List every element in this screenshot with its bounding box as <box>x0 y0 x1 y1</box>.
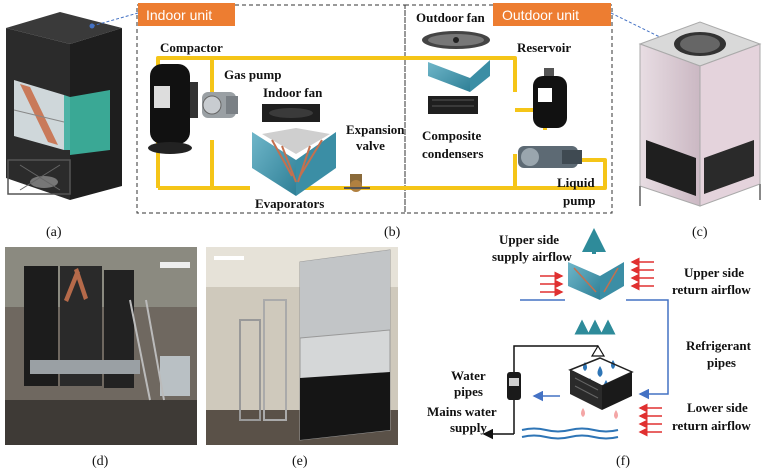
water-pump-image <box>507 372 521 434</box>
upper-left-return-arrows <box>540 271 564 297</box>
composite-condenser-image <box>428 60 490 114</box>
panel-label-d: (d) <box>92 454 109 468</box>
indoor-fan-image <box>262 104 320 122</box>
refrigerant-label-1: Refrigerant <box>686 338 752 353</box>
outdoor-unit-tag-text: Outdoor unit <box>502 7 579 23</box>
pink-droplets <box>581 408 618 419</box>
upper-return-label-1: Upper side <box>684 265 744 280</box>
lower-return-label-2: return airflow <box>672 418 751 433</box>
compactor-label: Compactor <box>160 40 223 55</box>
indoor-unit-boundary <box>136 4 406 214</box>
mains-water-label-1: Mains water <box>427 404 497 419</box>
upper-supply-label-2: supply airflow <box>492 249 572 264</box>
lower-right-return-arrows <box>638 403 662 437</box>
upper-supply-label-1: Upper side <box>499 232 559 247</box>
leader-line-c <box>610 12 671 43</box>
water-basin <box>521 427 619 440</box>
spray-nozzle <box>590 344 606 357</box>
indoor-unit-photo <box>5 247 197 445</box>
liquid-pump-label-2: pump <box>563 193 596 208</box>
expansion-valve-image <box>344 174 370 192</box>
gas-pump-label: Gas pump <box>224 67 281 82</box>
lower-condenser-image <box>568 357 634 410</box>
indoor-unit-tag <box>138 3 235 26</box>
leader-line-a <box>91 12 139 27</box>
evaporator-image <box>252 128 336 196</box>
upper-return-label-2: return airflow <box>672 282 751 297</box>
compactor-image <box>148 64 198 154</box>
upper-coil-image <box>568 262 624 300</box>
outdoor-unit-boundary <box>404 4 613 214</box>
expansion-valve-label-2: valve <box>356 138 385 153</box>
panel-label-e: (e) <box>292 454 308 468</box>
mid-up-arrows <box>574 319 616 335</box>
reservoir-label: Reservoir <box>517 40 571 55</box>
panel-label-c: (c) <box>692 225 708 240</box>
indoor-fan-label: Indoor fan <box>263 85 323 100</box>
lower-return-label-1: Lower side <box>687 400 748 415</box>
outdoor-fan-image <box>422 31 490 49</box>
evaporators-label: Evaporators <box>255 196 324 211</box>
expansion-valve-label-1: Expansion <box>346 122 405 137</box>
liquid-pump-label-1: Liquid <box>557 175 595 190</box>
outdoor-unit-render <box>638 21 762 207</box>
reservoir-image <box>533 68 567 128</box>
mains-water-label-2: supply <box>450 420 487 435</box>
indoor-cabinet-render <box>6 12 122 200</box>
upper-right-return-arrows <box>630 257 654 291</box>
water-pipes-label-2: pipes <box>454 384 483 399</box>
panel-label-b: (b) <box>384 225 401 240</box>
liquid-pump-image <box>518 146 582 168</box>
indoor-unit-tag-text: Indoor unit <box>146 7 212 23</box>
outdoor-unit-tag <box>493 3 611 26</box>
outdoor-unit-photo <box>206 247 398 445</box>
refrigerant-pipe-loop <box>626 299 669 400</box>
panel-label-f: (f) <box>616 454 630 468</box>
water-pipes-label-1: Water <box>451 368 486 383</box>
water-pipe-line <box>513 345 598 372</box>
composite-label-2: condensers <box>422 146 483 161</box>
refrigerant-label-2: pipes <box>707 355 736 370</box>
panel-label-a: (a) <box>46 225 62 240</box>
gas-pump-image <box>202 92 238 118</box>
composite-label-1: Composite <box>422 128 481 143</box>
outdoor-fan-label: Outdoor fan <box>416 10 486 25</box>
